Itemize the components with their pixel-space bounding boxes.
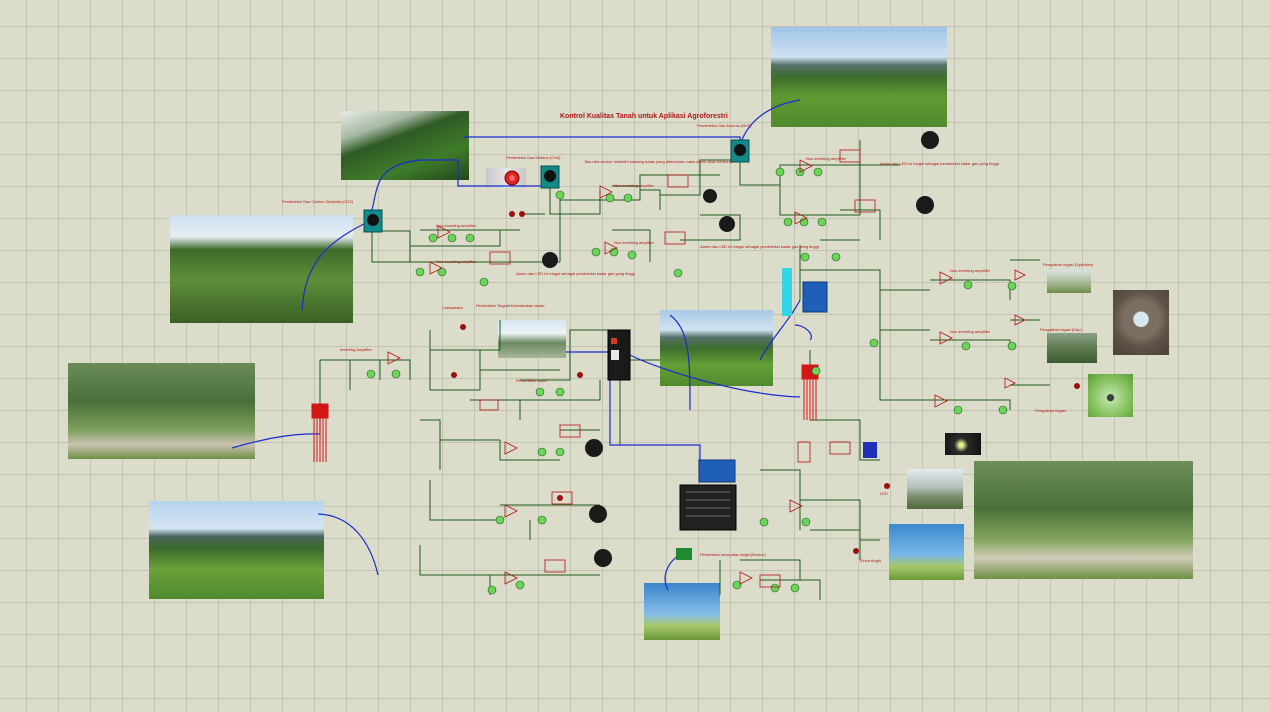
label-alarm-1: Alarm dan LED ini fungsi sebagai pendete…	[880, 161, 999, 166]
photo-crop-rows	[170, 215, 353, 323]
label-sprinkler-3: Pengaliran irigasi	[1035, 408, 1066, 413]
photo-night-light	[945, 433, 981, 455]
photo-mountain-cattle-bottom	[149, 501, 324, 599]
photo-soil-sensor	[1113, 290, 1169, 355]
label-wind-sensor: Pendeteksi kecepatan Angin(Sensor)	[700, 552, 766, 557]
photo-field-small	[498, 320, 566, 358]
label-amp-3: Non-inverting amplifier	[614, 183, 655, 188]
label-inverting-amp: Inverting Amplifier	[340, 347, 372, 352]
photo-nursery	[341, 111, 469, 180]
label-alarm-3: Alarm dan LED ini fungsi sebagai pendete…	[700, 244, 819, 249]
photo-wind-turbines-1	[889, 524, 964, 580]
label-sprinkler-2: Pengaliran irigasi (Drip)	[1040, 327, 1082, 332]
photo-mountain-cattle-top	[771, 27, 947, 127]
label-soil-moisture: Pendeteksi Tingkat Kelembaban tanah	[476, 303, 545, 308]
photo-sprinkler-1	[1047, 270, 1091, 293]
label-rain: Pendeteksi hujan	[516, 378, 547, 383]
label-ch4-sensor: Pendeteksi Gas Metana (CH4)	[506, 155, 561, 160]
label-amp-4: Non-inverting amplifier	[614, 240, 655, 245]
photo-drip	[1047, 333, 1097, 363]
photo-cattle-forest-left	[68, 363, 255, 459]
label-comparator: Comparator	[442, 305, 464, 310]
label-co2-sensor: Pendeteksi Gas Carbon Dioksida (CO2)	[282, 199, 353, 204]
label-gas-note: Jika nilai sensor melebihi ambang batas …	[584, 159, 733, 164]
label-sprinkler-1: Pengaliran irigasi (Sprinkler)	[1043, 262, 1094, 267]
photo-irrigation-field	[907, 469, 963, 509]
label-amp-1: Non-inverting amplifier	[436, 223, 477, 228]
label-wind-turbine: Kincir Angin	[860, 558, 882, 563]
label-nh3-sensor: Pendeteksi Gas Amonia (NH3)	[697, 123, 752, 128]
label-led: LED	[880, 491, 888, 496]
diagram-title: Kontrol Kualitas Tanah untuk Aplikasi Ag…	[560, 113, 728, 120]
label-amp-2: Non-inverting amplifier	[436, 259, 477, 264]
label-alarm-2: Alarm dan LED ini fungsi sebagai pendete…	[516, 271, 635, 276]
label-amp-5: Non-inverting amplifier	[806, 156, 847, 161]
label-amp-7: Non-inverting amplifier	[950, 329, 991, 334]
photo-sprinkler-2	[1088, 374, 1133, 417]
photo-cattle-forest-right	[974, 461, 1193, 579]
photo-wind-turbines-2	[644, 583, 720, 640]
label-amp-6: Non-inverting amplifier	[950, 268, 991, 273]
